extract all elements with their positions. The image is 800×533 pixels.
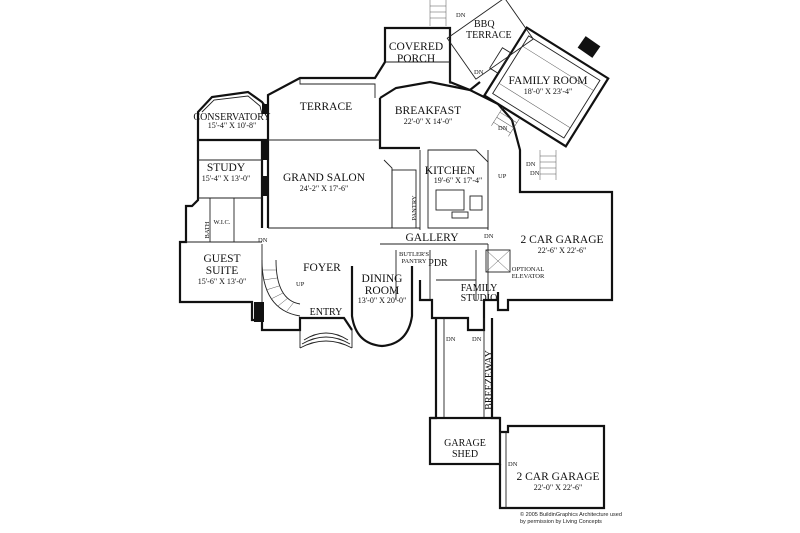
pantry-label: PANTRY [411,195,418,220]
walls [178,26,614,348]
copyright-note: © 2005 BuildinGraphics Architecture used… [520,511,622,525]
lower-garage-structure [428,416,606,510]
butlers-pantry-line1: BUTLER'S [399,251,429,258]
covered-porch-label-line2: PORCH [397,53,435,65]
study-dim: 15'-4" X 13'-0" [202,174,251,183]
bbq-label-line2: TERRACE [466,30,512,41]
optional-elevator-line2: ELEVATOR [512,273,545,280]
dining-label-line2: ROOM [365,285,400,297]
dn-marker: DN [498,125,508,132]
garage-shed-line1: GARAGE [444,438,486,449]
kitchen-label: KITCHEN [425,165,476,177]
upper-garage-label: 2 CAR GARAGE [520,234,603,246]
family-room-label: FAMILY ROOM [508,75,587,87]
lower-garage-dim: 22'-0" X 22'-6" [534,483,583,492]
stair-markers: DN DN DN DN DN UP DN DN UP DN DN DN [258,12,540,468]
family-studio-line1: FAMILY [461,283,498,294]
wic-label: W.I.C. [214,219,231,226]
dn-marker: DN [508,461,518,468]
dn-marker: DN [258,237,268,244]
dn-marker: DN [484,233,494,240]
entry-label: ENTRY [310,307,343,318]
kitchen-dim: 19'-6" X 17'-4" [434,176,483,185]
guest-suite-label-line1: GUEST [203,253,240,265]
dn-marker: DN [526,161,536,168]
dining-dim: 13'-0" X 20'-0" [358,296,407,305]
bath-label: BATH [204,221,211,238]
upper-garage-dim: 22'-6" X 22'-6" [538,246,587,255]
up-marker: UP [296,281,305,288]
guest-suite-dim: 15'-6" X 13'-0" [198,277,247,286]
dining-label-line1: DINING [362,273,403,285]
dn-marker: DN [456,12,466,19]
breezeway-label: BREEZEWAY [484,350,495,410]
conservatory-dim: 15'-4" X 10'-8" [208,121,257,130]
breakfast-dim: 22'-0" X 14'-0" [404,117,453,126]
entry-steps [299,330,353,349]
room-labels: BBQ TERRACE COVERED PORCH FAMILY ROOM 18… [193,19,603,492]
grand-salon-dim: 24'-2" X 17'-6" [300,184,349,193]
kitchen-layout [383,149,489,229]
garage-stair [539,150,557,180]
dn-marker: DN [472,336,482,343]
family-room-wing [482,26,610,148]
garage-shed-line2: SHED [452,449,478,460]
optional-elevator-line1: OPTIONAL [512,266,545,273]
family-studio-line2: STUDIO [461,293,498,304]
terrace-label: TERRACE [300,101,352,113]
gallery-label: GALLERY [405,232,459,244]
conservatory-label: CONSERVATORY [193,112,270,123]
grand-salon-label: GRAND SALON [283,172,366,184]
bbq-terrace-outline [446,0,534,80]
family-room-stair [491,106,521,137]
copyright-line2: by permission by Living Concepts [520,519,602,525]
guest-suite-label-line2: SUITE [206,265,239,277]
breakfast-label: BREAKFAST [395,105,461,117]
family-room-dim: 18'-0" X 23'-4" [524,87,573,96]
foyer-stair [261,259,301,317]
foyer-label: FOYER [303,262,341,274]
dn-marker: DN [474,69,484,76]
study-label: STUDY [207,162,246,174]
pdr-label: PDR [428,258,448,269]
elevator-shaft [485,249,511,273]
bbq-label-line1: BBQ [474,19,495,30]
dn-marker: DN [530,170,540,177]
covered-porch-label-line1: COVERED [389,41,443,53]
north-stair [429,0,447,26]
lower-garage-label: 2 CAR GARAGE [516,471,599,483]
up-marker: UP [498,173,507,180]
dn-marker: DN [446,336,456,343]
copyright-line1: © 2005 BuildinGraphics Architecture used [520,511,622,518]
butlers-pantry-line2: PANTRY [401,258,426,265]
